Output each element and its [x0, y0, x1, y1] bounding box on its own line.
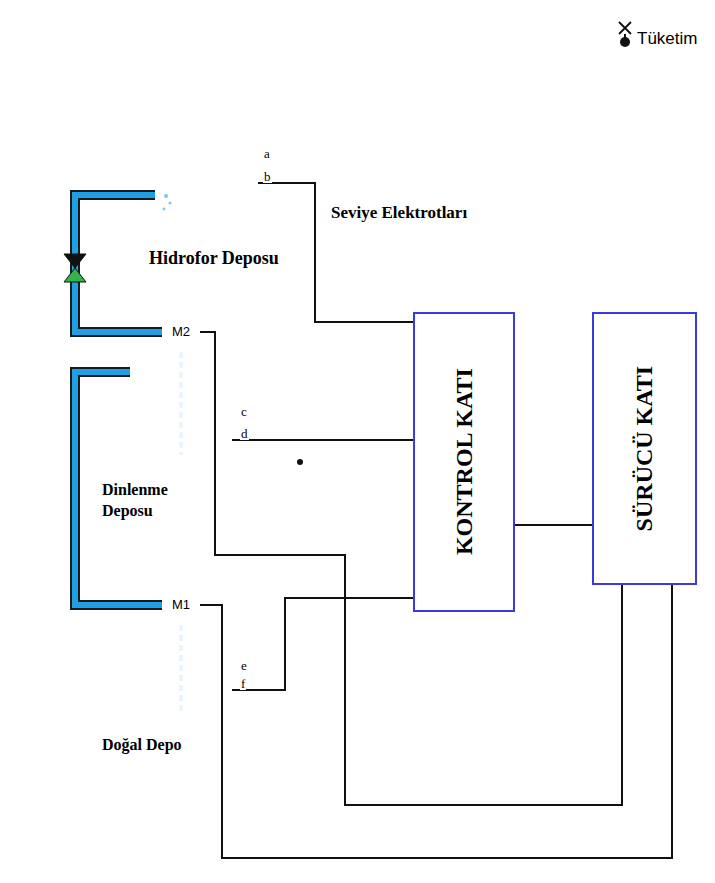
suction-pipe — [179, 352, 183, 712]
tank: Doğal DepoM1 — [130, 585, 232, 725]
tank-top — [156, 63, 257, 85]
wire-line — [200, 585, 672, 858]
electrode-letter: b — [263, 167, 272, 185]
tank: Hidrofor Deposu — [155, 62, 258, 232]
electrode-title: Seviye Elektrotları — [330, 204, 468, 221]
cylinder-outline — [155, 62, 258, 232]
electrode-letter: e — [240, 656, 248, 674]
electrode-letter: c — [240, 405, 248, 418]
electrode-title: Seviye Elektrotları — [330, 204, 468, 222]
tank-name: Doğal Depo — [102, 735, 212, 756]
tank-bottom — [131, 448, 231, 460]
electrode-letter: e — [240, 659, 248, 672]
electrode-letter: a — [263, 147, 271, 160]
consumption-label: Tüketim — [636, 30, 698, 48]
tank-body — [156, 74, 257, 232]
wire-line — [515, 524, 592, 526]
electrode-letter: d — [240, 424, 249, 442]
electrode-letter: c — [240, 402, 248, 420]
layer-title: SÜRÜCÜ KATI — [629, 366, 660, 532]
water-pipe — [75, 195, 162, 332]
valve-symbol — [64, 254, 86, 282]
tank-body — [131, 597, 231, 725]
tap-symbol — [619, 22, 631, 47]
tank-bottom — [131, 701, 231, 713]
signal-wire — [200, 332, 622, 805]
motor-circle: M2 — [162, 313, 200, 351]
consumption-label: Tüketim — [636, 30, 698, 47]
water-splash — [163, 194, 172, 210]
control-box: KONTROL KATI — [413, 312, 515, 612]
ground-symbol — [338, 462, 362, 502]
tank: Dinlenme DeposuM2 — [130, 312, 232, 472]
tank-name: Dinlenme Deposu — [102, 480, 212, 522]
frame — [6, 6, 709, 877]
tank-body — [131, 324, 231, 472]
signal-wire — [232, 440, 413, 441]
tank-bottom — [156, 208, 257, 220]
electrode-letter: b — [263, 170, 272, 183]
junction-dot — [297, 459, 303, 465]
tank-name: Hidrofor Deposu — [149, 247, 279, 270]
motor-outline — [163, 587, 199, 623]
signal-wire — [515, 525, 592, 526]
pipe-water — [75, 195, 162, 332]
wire-line — [232, 439, 413, 441]
electrode-wires — [232, 160, 592, 712]
motor-outline — [163, 314, 199, 350]
motor-label: M1 — [172, 597, 190, 614]
driver-box: SÜRÜCÜ KATI — [592, 312, 697, 585]
electrode-letter: a — [263, 144, 271, 162]
electrode-letter: f — [240, 674, 246, 692]
signal-wire — [232, 598, 413, 690]
layer-title: KONTROL KATI — [448, 369, 479, 556]
motor-circle: M1 — [162, 586, 200, 624]
electrode-letter: f — [240, 677, 246, 690]
electrode-letter: d — [240, 427, 249, 440]
wire-line — [200, 332, 622, 805]
signal-wire — [200, 585, 672, 858]
wire-line — [232, 598, 413, 690]
pipe-wall — [75, 195, 162, 332]
motor-label: M2 — [172, 324, 190, 341]
